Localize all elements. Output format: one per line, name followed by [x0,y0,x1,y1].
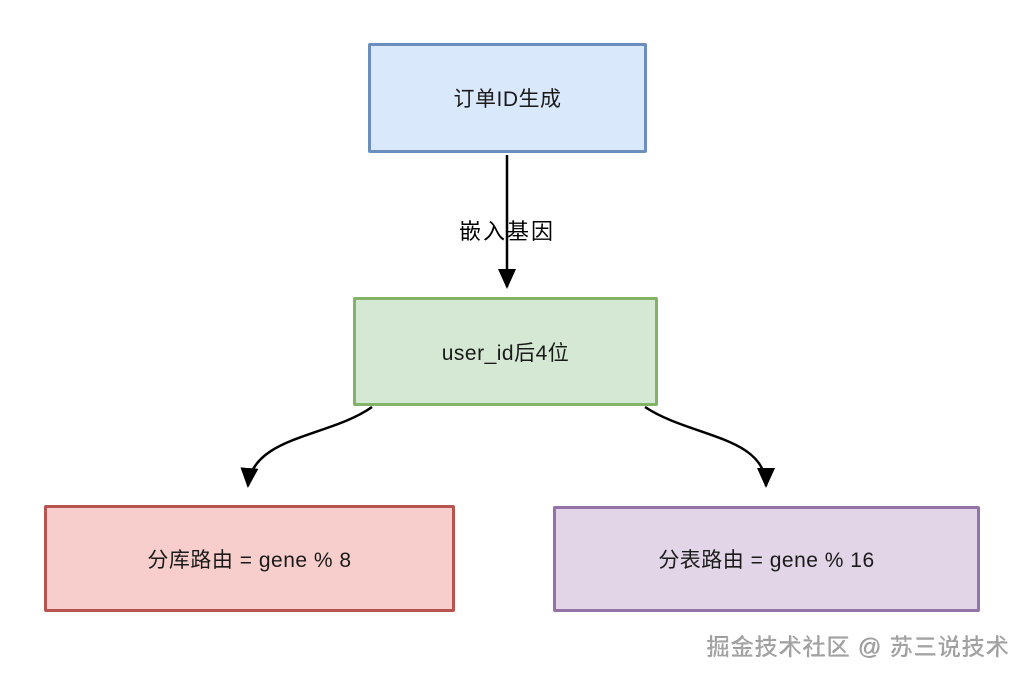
edge-embed-gene-label: 嵌入基因 [458,219,555,244]
node-db-route: 分库路由 = gene % 8 [44,505,455,612]
node-table-route-label: 分表路由 = gene % 16 [658,549,875,572]
node-db-route-label: 分库路由 = gene % 8 [147,548,352,572]
node-user-id-last4: user_id后4位 [353,297,658,406]
watermark-text: 掘金技术社区 @ 苏三说技术 [706,634,1010,660]
edge-to-table-route-arrow [644,405,775,488]
node-user-id-last4-label: user_id后4位 [441,341,570,365]
edge-to-db-route-arrow [240,405,373,488]
node-order-id-generation-label: 订单ID生成 [453,88,562,111]
node-order-id-generation: 订单ID生成 [368,43,647,153]
node-table-route: 分表路由 = gene % 16 [553,506,980,612]
